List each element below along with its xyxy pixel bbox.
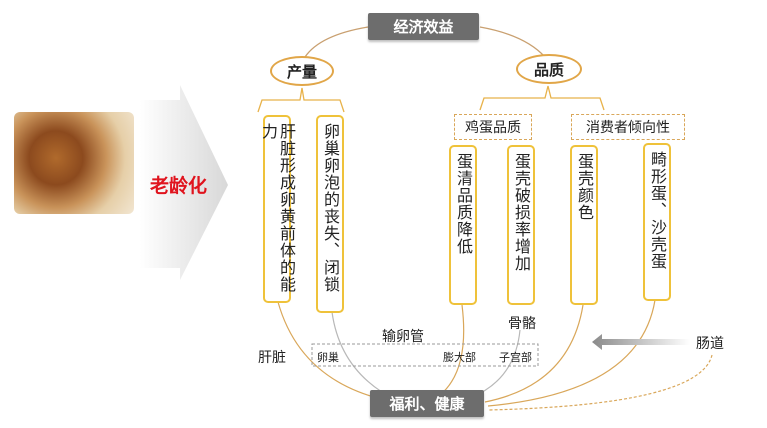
- curve-intestine: [487, 354, 713, 411]
- organ-ovary: 卵巢: [317, 351, 339, 364]
- curve-abnormal: [487, 299, 656, 407]
- organ-bone: 骨骼: [508, 316, 536, 332]
- aging-label: 老龄化: [150, 175, 208, 197]
- aging-arrow: [140, 85, 228, 280]
- factor-shell-break-box: 蛋壳破损率增加: [507, 145, 535, 305]
- factor-albumen-text: 蛋清品质降低: [454, 153, 473, 255]
- curve-liver: [277, 301, 386, 401]
- factor-shell-color-box: 蛋壳颜色: [570, 145, 598, 305]
- factor-shell-color-text: 蛋壳颜色: [575, 153, 594, 221]
- welfare-health-header: 福利、健康: [370, 390, 484, 417]
- brace-yield: [257, 87, 345, 113]
- factor-shell-break-text: 蛋壳破损率增加: [512, 153, 531, 272]
- curve-shell-color: [484, 304, 584, 403]
- yield-oval: 产量: [270, 56, 334, 86]
- organ-oviduct: 输卵管: [382, 329, 424, 345]
- intestine-arrow: [592, 334, 690, 350]
- consumer-preference-group: 消费者倾向性: [571, 114, 685, 140]
- factor-albumen-box: 蛋清品质降低: [449, 145, 477, 305]
- organ-intestine: 肠道: [696, 336, 724, 352]
- organ-box: [311, 343, 539, 367]
- arc-top-right: [479, 26, 546, 58]
- quality-oval: 品质: [516, 54, 582, 84]
- factor-abnormal-box: 畸形蛋、沙壳蛋: [643, 143, 671, 301]
- curve-albumen: [439, 304, 465, 396]
- factor-liver-box: 肝脏形成卵黄前体的能力: [259, 115, 296, 303]
- egg-quality-group: 鸡蛋品质: [454, 114, 532, 140]
- brace-quality: [479, 85, 605, 111]
- curve-ovary: [331, 311, 393, 399]
- organ-uterus: 子宫部: [499, 351, 532, 364]
- organ-magnum: 膨大部: [443, 351, 476, 364]
- aging-hen-photo: [14, 112, 134, 214]
- factor-ovary-box: 卵巢卵泡的丧失、闭锁: [316, 115, 344, 313]
- arc-top-left: [304, 26, 369, 58]
- factor-liver-text: 肝脏形成卵黄前体的能力: [259, 123, 296, 293]
- factor-abnormal-text: 畸形蛋、沙壳蛋: [648, 151, 667, 270]
- factor-ovary-text: 卵巢卵泡的丧失、闭锁: [321, 123, 340, 293]
- organ-liver: 肝脏: [258, 350, 286, 366]
- economic-benefit-header: 经济效益: [368, 13, 479, 40]
